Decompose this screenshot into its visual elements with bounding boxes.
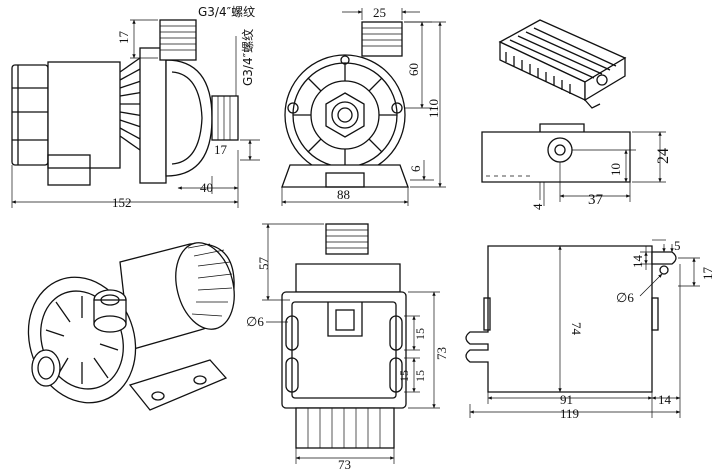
dim-plan-edge: 14 [658,392,672,407]
dim-ctrl-height: 24 [655,148,672,164]
controller-plan-view: 5 14 17 ∅6 74 91 14 119 [465,238,715,421]
thread-label-side: G3/4″螺纹 [241,29,255,86]
dim-outlet-height: 17 [214,142,228,157]
thread-label-top: G3/4″螺纹 [198,5,255,19]
dim-base-width: 88 [337,187,350,202]
dim-inlet-height: 57 [256,257,271,271]
dim-plan-hole: ∅6 [616,290,634,305]
dim-plan-length: 74 [569,322,584,336]
dim-plan-overall: 119 [560,406,579,421]
dim-bottom-height: 73 [434,347,449,360]
dim-bottom-hole: ∅6 [246,314,264,329]
dim-tab-width: 5 [674,238,681,253]
dim-ctrl-hole-height: 10 [608,163,623,176]
dim-overall-length: 152 [112,195,132,210]
dim-tab-b: 17 [700,267,715,281]
pump-isometric-view [27,242,235,411]
pump-bottom-view: 57 ∅6 15 15 15 73 73 [246,223,449,472]
dim-slot-b: 15 [413,370,427,382]
dim-nozzle-height: 17 [116,31,131,45]
dim-slot-c: 15 [397,370,411,382]
controller-isometric [498,19,627,109]
dim-tab-a: 14 [630,255,645,269]
dim-ctrl-flange: 4 [530,203,545,210]
dim-outlet-length: 40 [200,180,213,195]
dim-foot-height: 6 [408,165,423,172]
dim-outlet-width: 25 [373,5,386,20]
pump-side-view: G3/4″螺纹 G3/4″螺纹 17 17 40 152 [11,5,260,210]
dim-slot-a: 15 [413,328,427,340]
dim-bottom-width: 73 [338,457,351,472]
pump-front-view: 25 60 110 6 88 [281,5,446,206]
dim-ctrl-hole-pos: 37 [588,192,604,208]
dim-outlet-offset: 60 [406,63,421,76]
dim-hole-span: 91 [560,392,573,407]
controller-side-view: 24 10 37 4 [481,123,672,210]
dim-overall-height: 110 [426,99,441,118]
